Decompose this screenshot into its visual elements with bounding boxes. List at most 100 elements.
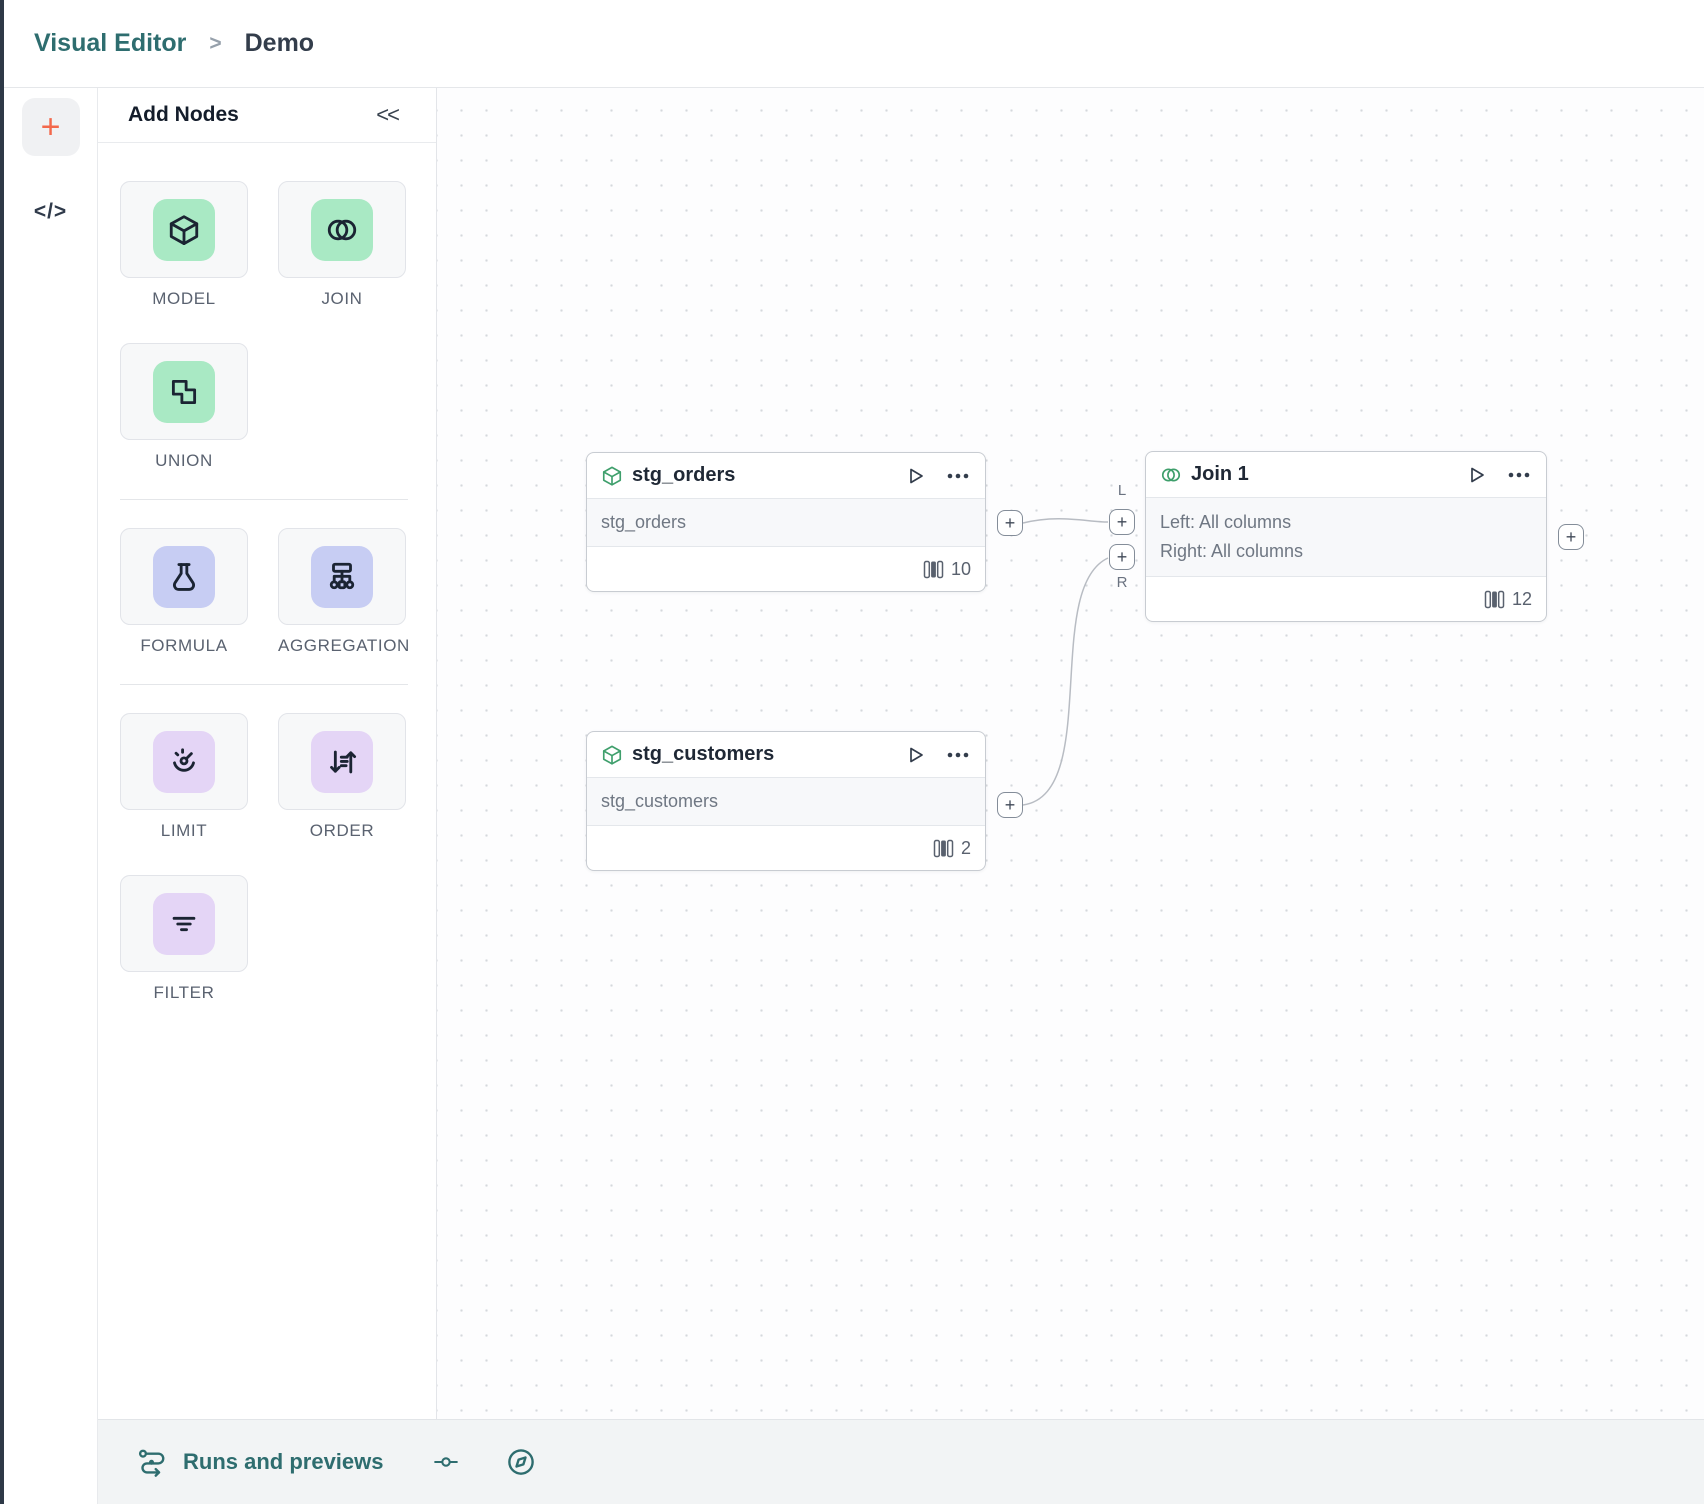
edge-orders-to-join-left: [1022, 518, 1109, 524]
run-node-button[interactable]: [1468, 466, 1486, 484]
commit-button[interactable]: [430, 1449, 462, 1475]
add-nodes-panel: Add Nodes << MODEL: [98, 88, 437, 1419]
breadcrumb-page-title: Demo: [244, 29, 315, 57]
code-view-button[interactable]: </>: [34, 200, 67, 224]
play-icon: [910, 468, 923, 483]
node-title: stg_customers: [632, 743, 775, 765]
flow-canvas[interactable]: stg_orders stg_orders 10 stg_customers: [437, 88, 1704, 1419]
join-left-summary: Left: All columns: [1160, 512, 1292, 532]
palette-item-order: ORDER: [278, 713, 406, 841]
palette-item-formula: FORMULA: [120, 528, 248, 656]
panel-divider: [120, 684, 408, 685]
flask-icon: [153, 545, 215, 608]
palette-label-join: JOIN: [321, 289, 363, 308]
gauge-icon: [153, 730, 215, 793]
palette-card-model[interactable]: [120, 181, 248, 278]
handle-stg-customers-output[interactable]: +: [997, 792, 1023, 818]
palette-card-union[interactable]: [120, 343, 248, 440]
palette-label-union: UNION: [155, 451, 213, 470]
node-footer: 10: [587, 547, 985, 591]
node-stg-orders[interactable]: stg_orders stg_orders 10: [586, 452, 986, 592]
column-count: 2: [960, 837, 971, 858]
panel-divider: [120, 499, 408, 500]
node-menu-button[interactable]: [947, 752, 969, 758]
palette-card-formula[interactable]: [120, 528, 248, 625]
node-model-ref: stg_customers: [601, 791, 719, 811]
plus-icon: +: [1116, 512, 1128, 532]
union-shapes-icon: [153, 360, 215, 423]
palette-card-order[interactable]: [278, 713, 406, 810]
handle-stg-orders-output[interactable]: +: [997, 510, 1023, 536]
node-menu-button[interactable]: [947, 473, 969, 479]
filter-lines-icon: [153, 892, 215, 955]
palette-item-model: MODEL: [120, 181, 248, 309]
run-node-button[interactable]: [907, 467, 925, 485]
join-venn-icon: [1161, 467, 1181, 482]
collapse-panel-button[interactable]: <<: [376, 102, 400, 127]
palette-card-filter[interactable]: [120, 875, 248, 972]
palette-label-formula: FORMULA: [140, 636, 228, 655]
node-model-ref: stg_orders: [601, 512, 687, 532]
play-icon: [910, 747, 923, 762]
panel-title: Add Nodes: [128, 103, 239, 126]
node-title: Join 1: [1191, 463, 1249, 485]
palette-item-limit: LIMIT: [120, 713, 248, 841]
palette-label-limit: LIMIT: [160, 821, 208, 840]
palette-card-limit[interactable]: [120, 713, 248, 810]
node-footer: 12: [1146, 577, 1546, 621]
runs-and-previews-label: Runs and previews: [183, 1449, 384, 1474]
breadcrumb-visual-editor[interactable]: Visual Editor: [34, 29, 187, 57]
panel-body: MODEL JOIN: [98, 143, 436, 1003]
run-node-button[interactable]: [907, 746, 925, 764]
palette-label-filter: FILTER: [153, 983, 215, 1002]
add-nodes-panel-header: Add Nodes <<: [98, 88, 436, 143]
ellipsis-icon: [1508, 472, 1530, 477]
cube-icon: [153, 198, 215, 261]
palette-label-order: ORDER: [309, 821, 375, 840]
left-rail: + </>: [4, 88, 98, 1504]
node-stg-customers[interactable]: stg_customers stg_customers 2: [586, 731, 986, 871]
columns-icon: [1484, 590, 1505, 608]
node-join-1-header: Join 1: [1146, 452, 1546, 497]
handle-join-right-input[interactable]: +: [1109, 544, 1135, 570]
palette-label-aggregation: AGGREGATION: [278, 636, 410, 655]
code-icon: </>: [33, 200, 68, 223]
node-menu-button[interactable]: [1508, 472, 1530, 478]
edge-layer: [1022, 518, 1109, 806]
runs-route-icon: [136, 1447, 170, 1477]
tree-icon: [311, 545, 373, 608]
plus-icon: +: [1004, 795, 1016, 815]
sort-icon: [311, 730, 373, 793]
palette-item-filter: FILTER: [120, 875, 248, 1003]
node-join-1[interactable]: Join 1 Left: All columns Right: All colu…: [1145, 451, 1547, 622]
runs-and-previews-button[interactable]: Runs and previews: [136, 1447, 384, 1477]
plus-icon: +: [1565, 527, 1577, 547]
palette-card-join[interactable]: [278, 181, 406, 278]
node-body: stg_customers: [587, 777, 985, 826]
handle-join-left-input[interactable]: +: [1109, 509, 1135, 535]
join-right-handle-label: R: [1116, 574, 1128, 591]
venn-icon: [311, 198, 373, 261]
model-cube-icon: [602, 745, 622, 765]
node-title: stg_orders: [632, 464, 736, 486]
handle-join-output[interactable]: +: [1558, 524, 1584, 550]
plus-icon: +: [40, 108, 61, 146]
plus-icon: +: [1116, 547, 1128, 567]
node-stg-customers-header: stg_customers: [587, 732, 985, 777]
compass-button[interactable]: [506, 1447, 536, 1477]
breadcrumb: Visual Editor > Demo: [4, 0, 1704, 88]
node-body: stg_orders: [587, 498, 985, 547]
columns-icon: [933, 839, 954, 857]
palette-item-join: JOIN: [278, 181, 406, 309]
add-node-button[interactable]: +: [21, 98, 80, 156]
model-cube-icon: [602, 466, 622, 486]
breadcrumb-separator: >: [209, 31, 222, 55]
bottom-bar: Runs and previews: [98, 1419, 1704, 1504]
compass-icon: [506, 1447, 536, 1477]
edge-customers-to-join-right: [1022, 557, 1109, 806]
node-stg-orders-header: stg_orders: [587, 453, 985, 498]
palette-card-aggregation[interactable]: [278, 528, 406, 625]
palette-label-model: MODEL: [152, 289, 216, 308]
node-footer: 2: [587, 826, 985, 870]
